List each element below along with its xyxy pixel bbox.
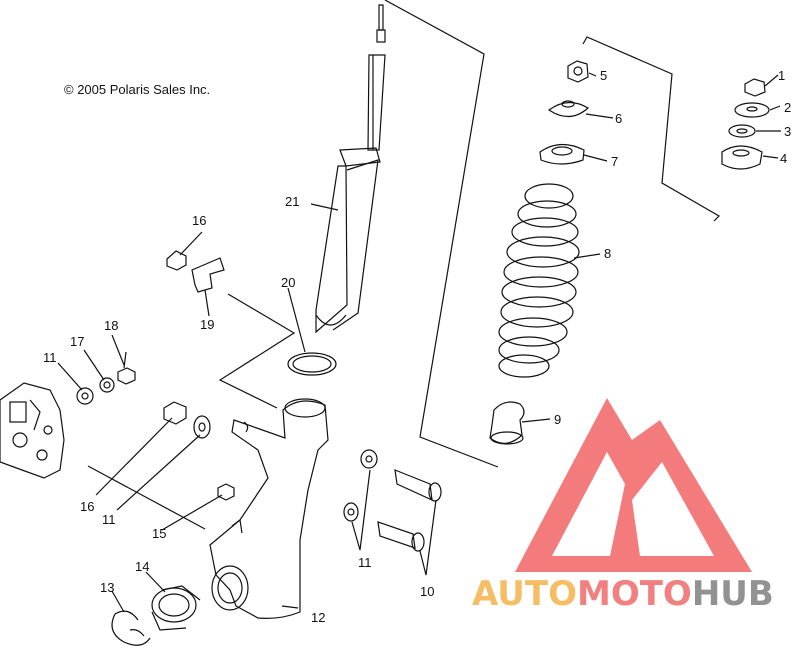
watermark-hub: HUB <box>692 574 774 614</box>
callout-20: 20 <box>281 275 295 290</box>
callout-21: 21 <box>285 194 299 209</box>
callout-14: 14 <box>135 559 149 574</box>
leader-line <box>87 465 206 530</box>
callout-7: 7 <box>611 154 618 169</box>
bump-stop-9 <box>489 401 525 444</box>
group-bracket-line <box>384 0 499 468</box>
group-bracket-line <box>218 293 296 409</box>
steering-knuckle-12 <box>209 398 329 619</box>
callout-1: 1 <box>778 68 785 83</box>
callout-18: 18 <box>104 318 118 333</box>
callout-4: 4 <box>780 151 787 166</box>
spring-seat-7 <box>539 143 585 165</box>
group-bracket-line <box>582 36 720 222</box>
triangle-logo-mark <box>515 398 752 572</box>
nut-5 <box>567 60 589 83</box>
bolt-18 <box>117 351 136 385</box>
copyright-notice: © 2005 Polaris Sales Inc. <box>64 82 211 97</box>
bracket-19 <box>191 257 225 293</box>
callout-19: 19 <box>200 317 214 332</box>
callout-11: 11 <box>358 555 372 570</box>
spring-seat-4 <box>721 145 763 170</box>
washer-3 <box>728 124 756 138</box>
bolt-15 <box>217 483 235 501</box>
watermark-moto: MOTO <box>577 574 692 614</box>
callout-6: 6 <box>615 111 622 126</box>
coil-spring-8 <box>498 183 580 378</box>
callout-12: 12 <box>311 610 325 625</box>
callout-9: 9 <box>554 412 561 427</box>
callout-8: 8 <box>604 246 611 261</box>
callout-10: 10 <box>420 584 434 599</box>
watermark-auto: AUTO <box>472 574 577 614</box>
shock-absorber-21 <box>315 4 386 334</box>
washer-11 <box>343 502 359 522</box>
callout-2: 2 <box>784 100 791 115</box>
o-ring-20 <box>287 352 337 376</box>
svg-text:AUTOMOTOHUB: AUTOMOTOHUB <box>472 574 774 614</box>
callout-11: 11 <box>102 512 116 527</box>
callout-13: 13 <box>100 580 114 595</box>
callout-5: 5 <box>600 68 607 83</box>
bolt-10 <box>394 469 442 502</box>
brake-caliper <box>0 382 65 479</box>
bearing-14 <box>151 585 201 631</box>
callout-16: 16 <box>80 499 94 514</box>
nut-1 <box>744 78 766 97</box>
snap-ring-13 <box>111 610 151 646</box>
bolt-10 <box>377 521 425 552</box>
spring-cup-6 <box>547 101 590 118</box>
callout-15: 15 <box>152 526 166 541</box>
nut-16-top <box>166 250 187 271</box>
callout-17: 17 <box>70 334 84 349</box>
washer-2 <box>734 102 770 118</box>
nut-16 <box>163 401 187 425</box>
automotohub-logo: AUTOMOTOHUB <box>472 398 774 614</box>
callout-11: 11 <box>43 350 57 365</box>
callout-16: 16 <box>192 213 206 228</box>
washer-11 <box>193 415 211 439</box>
callout-3: 3 <box>784 124 791 139</box>
washer-17 <box>99 377 115 393</box>
washer-11 <box>76 387 94 405</box>
washer-11 <box>360 449 378 469</box>
